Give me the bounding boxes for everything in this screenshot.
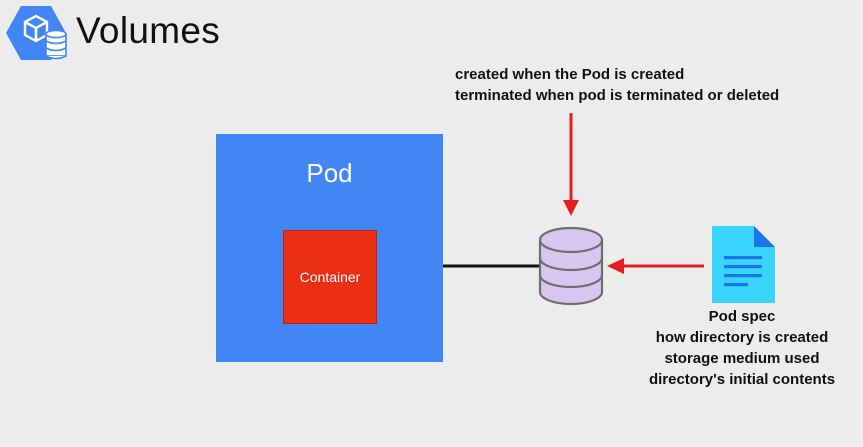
pod-spec-detail: directory's initial contents	[648, 371, 836, 388]
pod-spec-text: Pod spec how directory is created storag…	[626, 306, 858, 390]
pod-spec-arrow	[607, 258, 704, 274]
pod-spec-title: Pod spec	[708, 308, 776, 325]
volume-note-line-terminated: terminated when pod is terminated or del…	[455, 87, 780, 104]
container-box: Container	[283, 230, 377, 324]
pod-box: Pod Container	[216, 134, 443, 362]
database-icon	[538, 226, 604, 306]
volume-note-line-created: created when the Pod is created	[455, 66, 685, 83]
volume-lifecycle-note: created when the Pod is created terminat…	[455, 64, 779, 106]
page-title: Volumes	[76, 10, 221, 51]
pod-label: Pod	[306, 158, 353, 188]
pod-spec-detail: storage medium used	[664, 350, 820, 367]
kubernetes-storage-icon	[6, 6, 67, 60]
document-icon	[712, 226, 775, 303]
lifecycle-arrow	[563, 113, 579, 216]
pod-spec-detail: how directory is created	[655, 329, 829, 346]
container-label: Container	[299, 269, 361, 285]
